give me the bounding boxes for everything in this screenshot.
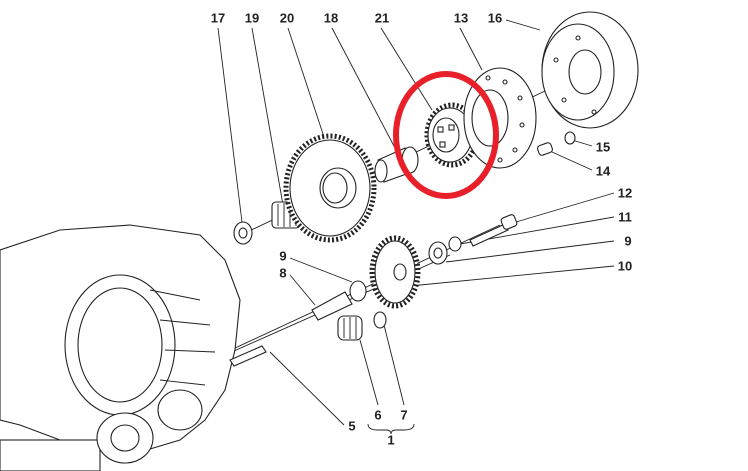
callout-1: 1 — [387, 432, 395, 448]
callout-11: 11 — [618, 209, 632, 225]
callout-6: 6 — [374, 407, 382, 423]
callout-13: 13 — [453, 10, 469, 26]
callout-15: 15 — [595, 139, 611, 155]
callout-17: 17 — [210, 10, 226, 26]
circlip-7 — [373, 311, 387, 329]
washer-9-left — [349, 280, 367, 302]
gear-10 — [369, 235, 421, 309]
pinion-6 — [337, 315, 363, 341]
bolt-12 — [469, 214, 518, 247]
callout-19: 19 — [244, 10, 260, 26]
rotor-16 — [541, 11, 639, 129]
callout-21: 21 — [374, 10, 390, 26]
callout-9-left: 9 — [279, 248, 287, 264]
gear-20 — [283, 133, 377, 243]
washer-17-hole — [238, 227, 248, 239]
callout-18: 18 — [323, 10, 339, 26]
screw-5 — [229, 345, 267, 367]
callout-5: 5 — [348, 418, 356, 434]
callout-20: 20 — [279, 10, 295, 26]
bushing-18 — [374, 146, 419, 183]
callout-12: 12 — [617, 185, 633, 201]
callout-7: 7 — [400, 407, 408, 423]
shaft-8 — [311, 291, 353, 321]
gearbox-housing — [0, 224, 241, 471]
callout-16: 16 — [487, 10, 503, 26]
group-brace — [367, 423, 415, 435]
highlight-circle — [393, 71, 499, 199]
callout-14: 14 — [595, 163, 611, 179]
callout-8: 8 — [279, 265, 287, 281]
nut-11 — [448, 236, 462, 252]
nut-15 — [564, 131, 576, 145]
callout-9-right: 9 — [624, 233, 632, 249]
pin-14 — [537, 142, 553, 156]
washer-9-right-hole — [433, 247, 443, 259]
callout-10: 10 — [617, 258, 633, 274]
